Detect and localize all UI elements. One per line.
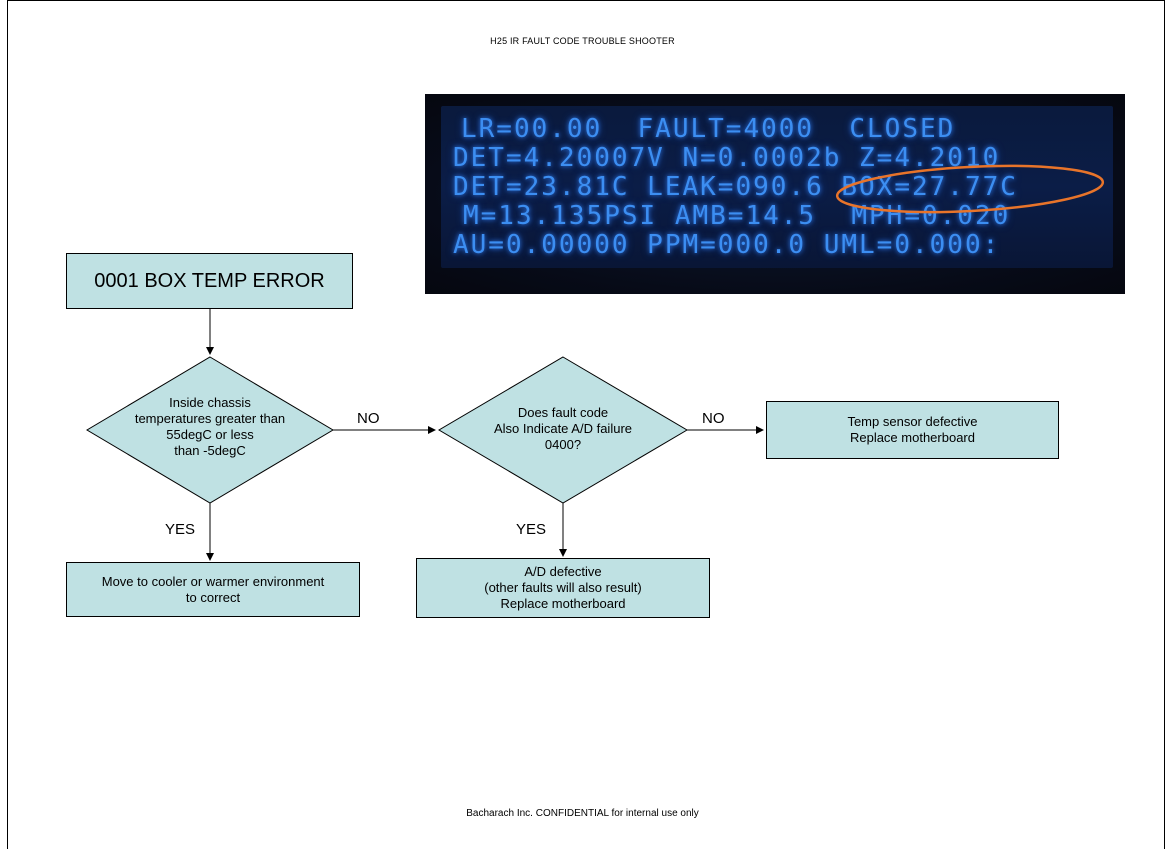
yes-label-1: YES — [165, 521, 196, 538]
lcd-line-3: DET=23.81C LEAK=090.6 BOX=27.77C — [453, 172, 1018, 202]
result-ad-defective-box: A/D defective (other faults will also re… — [416, 558, 710, 618]
highlight-oval — [835, 164, 1105, 214]
lcd-line-2: DET=4.20007V N=0.0002b Z=4.2010 — [453, 143, 1001, 173]
no-label-1: NO — [357, 410, 380, 427]
lcd-line-1: LR=00.00 FAULT=4000 CLOSED — [461, 114, 956, 144]
lcd-display-photo: LR=00.00 FAULT=4000 CLOSED DET=4.20007V … — [425, 94, 1125, 294]
yes-label-2: YES — [516, 521, 547, 538]
lcd-line-5: AU=0.00000 PPM=000.0 UML=0.000: — [453, 230, 1001, 260]
result-environment-text: Move to cooler or warmer environment to … — [101, 573, 325, 605]
decision-2-text: Does fault code Also Indicate A/D failur… — [493, 405, 633, 452]
decision-1-text: Inside chassis temperatures greater than… — [134, 395, 286, 458]
page-border-top — [7, 0, 1165, 1]
result-ad-defective-text: A/D defective (other faults will also re… — [484, 564, 642, 611]
result-temp-sensor-text: Temp sensor defective Replace motherboar… — [847, 414, 978, 445]
no-label-2: NO — [702, 410, 725, 427]
document-title: H25 IR FAULT CODE TROUBLE SHOOTER — [490, 36, 675, 46]
result-temp-sensor-box: Temp sensor defective Replace motherboar… — [766, 401, 1059, 459]
lcd-screen — [441, 106, 1113, 268]
result-environment-box: Move to cooler or warmer environment to … — [66, 562, 360, 617]
start-box: 0001 BOX TEMP ERROR — [66, 253, 353, 309]
start-box-label: 0001 BOX TEMP ERROR — [94, 269, 325, 292]
footer-confidential: Bacharach Inc. CONFIDENTIAL for internal… — [466, 808, 699, 819]
lcd-line-4: M=13.135PSI AMB=14.5 MPH=0.020 — [463, 201, 1011, 231]
